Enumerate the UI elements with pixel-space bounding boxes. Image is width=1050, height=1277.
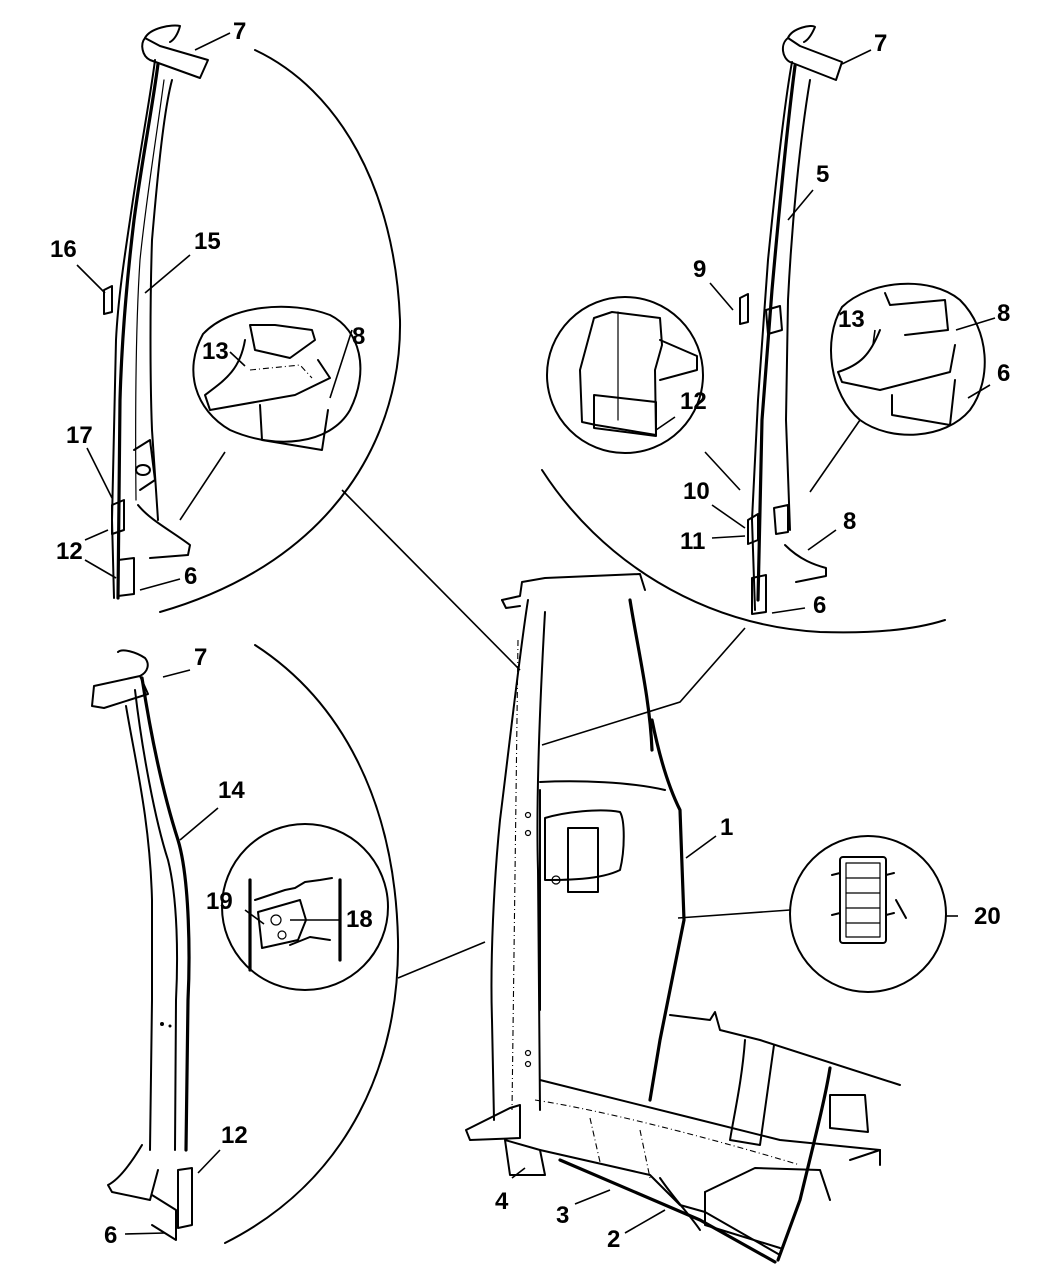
connector-bottom-left <box>397 941 486 979</box>
callout-8-top-right-b: 8 <box>843 508 857 535</box>
callout-20: 20 <box>974 903 1001 930</box>
detail-arc-top-right <box>541 469 946 634</box>
callout-10: 10 <box>683 478 710 505</box>
callout-7-bottom-left: 7 <box>194 644 208 671</box>
inset-circle-top-right-right <box>830 282 986 436</box>
connector-top-left <box>341 489 521 671</box>
callout-7-top-right: 7 <box>874 30 888 57</box>
callout-1: 1 <box>720 814 734 841</box>
inset-circle-top-right-left <box>546 296 704 454</box>
inset-leader-top-right-left <box>704 451 741 491</box>
inset-leader-top-left <box>179 451 226 521</box>
connector-top-right <box>541 627 746 746</box>
inset-circle-top-left <box>192 305 362 451</box>
callout-6-top-left: 6 <box>184 563 198 590</box>
callout-4: 4 <box>495 1188 509 1215</box>
callout-16: 16 <box>50 236 77 263</box>
callout-5: 5 <box>816 161 830 188</box>
callout-15: 15 <box>194 228 221 255</box>
callout-12-bottom-left: 12 <box>221 1122 248 1149</box>
callout-11: 11 <box>680 528 706 555</box>
callout-19: 19 <box>206 888 233 915</box>
callout-leaders <box>76 32 996 1235</box>
pillar-top-right <box>739 25 843 615</box>
callout-9: 9 <box>693 256 707 283</box>
callout-12-top-left: 12 <box>56 538 83 565</box>
inset-circle-20 <box>789 835 947 993</box>
callout-8-top-right-a: 8 <box>997 300 1011 327</box>
detail-arc-bottom-left <box>224 644 400 1244</box>
callout-6-top-right-b: 6 <box>813 592 827 619</box>
pillar-bottom-left <box>91 649 193 1241</box>
pillar-top-left <box>103 24 209 600</box>
detail-arc-top-left <box>159 49 402 613</box>
callout-6-bottom-left: 6 <box>104 1222 118 1249</box>
callout-13-top-right: 13 <box>838 306 865 333</box>
callout-13-top-left: 13 <box>202 338 229 365</box>
callout-6-top-right-a: 6 <box>997 360 1011 387</box>
callout-17: 17 <box>66 422 93 449</box>
hole-marker <box>160 1022 164 1026</box>
connector-detail-20 <box>677 909 791 919</box>
callout-7-top-left: 7 <box>233 18 247 45</box>
inset-leader-top-right-right <box>809 419 861 493</box>
main-body-side <box>465 573 901 1264</box>
callout-8-top-left: 8 <box>352 323 366 350</box>
callout-12-top-right: 12 <box>680 388 707 415</box>
callout-2: 2 <box>607 1226 621 1253</box>
callout-14: 14 <box>218 777 245 804</box>
hole-marker <box>168 1024 172 1028</box>
callout-3: 3 <box>556 1202 570 1229</box>
callout-18: 18 <box>346 906 373 933</box>
